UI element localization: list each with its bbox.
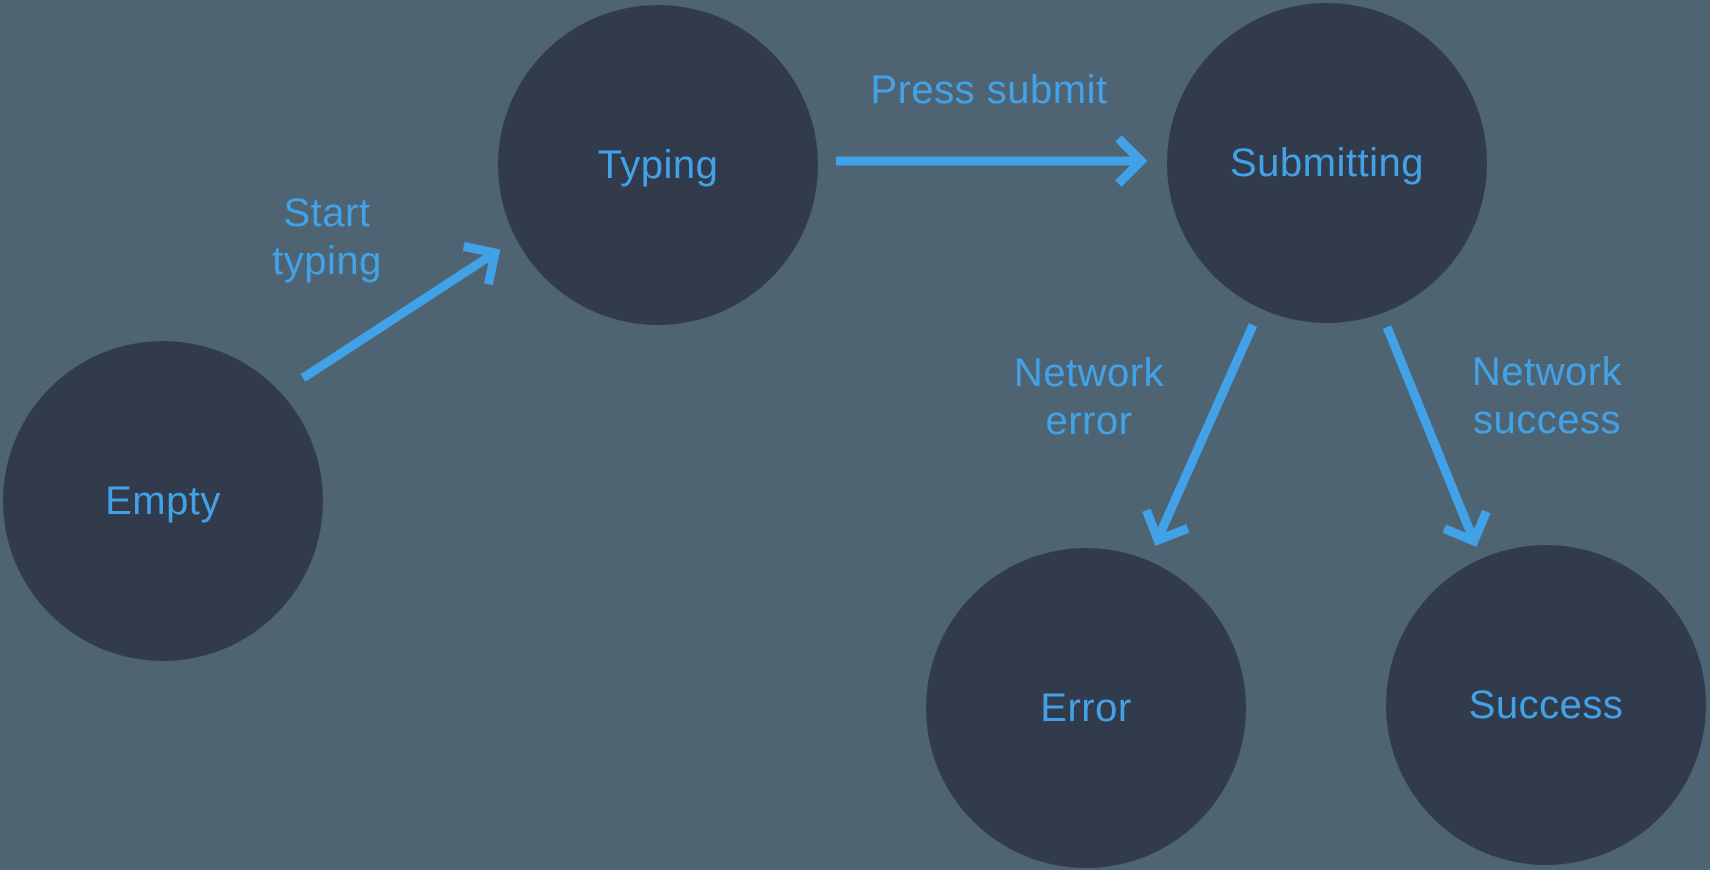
state-node-submitting: Submitting <box>1167 3 1487 323</box>
state-label-typing: Typing <box>597 142 719 187</box>
state-node-typing: Typing <box>498 5 818 325</box>
transition-label-line: Network <box>1013 351 1165 395</box>
transition-label-line: Network <box>1471 350 1623 394</box>
transition-label-network-success: Network success <box>1472 348 1622 444</box>
state-label-success: Success <box>1468 682 1624 727</box>
state-node-error: Error <box>926 548 1246 868</box>
state-label-error: Error <box>1040 685 1132 730</box>
transition-label-line: Start <box>283 191 371 235</box>
state-label-submitting: Submitting <box>1230 140 1424 185</box>
state-node-success: Success <box>1386 545 1706 865</box>
arrow-line <box>1382 325 1477 538</box>
arrowhead-icon <box>1115 135 1148 187</box>
arrowhead-icon <box>1142 508 1190 546</box>
arrow-line <box>1155 323 1258 536</box>
arrowhead-icon <box>462 241 501 286</box>
arrow-press-submit <box>836 135 1148 187</box>
transition-label-press-submit: Press submit <box>870 66 1107 114</box>
arrowhead-icon <box>1442 509 1491 547</box>
transition-label-line: typing <box>272 239 382 283</box>
transition-label-line: success <box>1472 398 1621 442</box>
transition-label-line: error <box>1045 399 1133 443</box>
transition-label-start-typing: Start typing <box>272 189 382 285</box>
state-label-empty: Empty <box>105 478 221 523</box>
transition-label-network-error: Network error <box>1014 349 1164 445</box>
transition-label-line: Press submit <box>870 68 1108 112</box>
state-node-empty: Empty <box>3 341 323 661</box>
